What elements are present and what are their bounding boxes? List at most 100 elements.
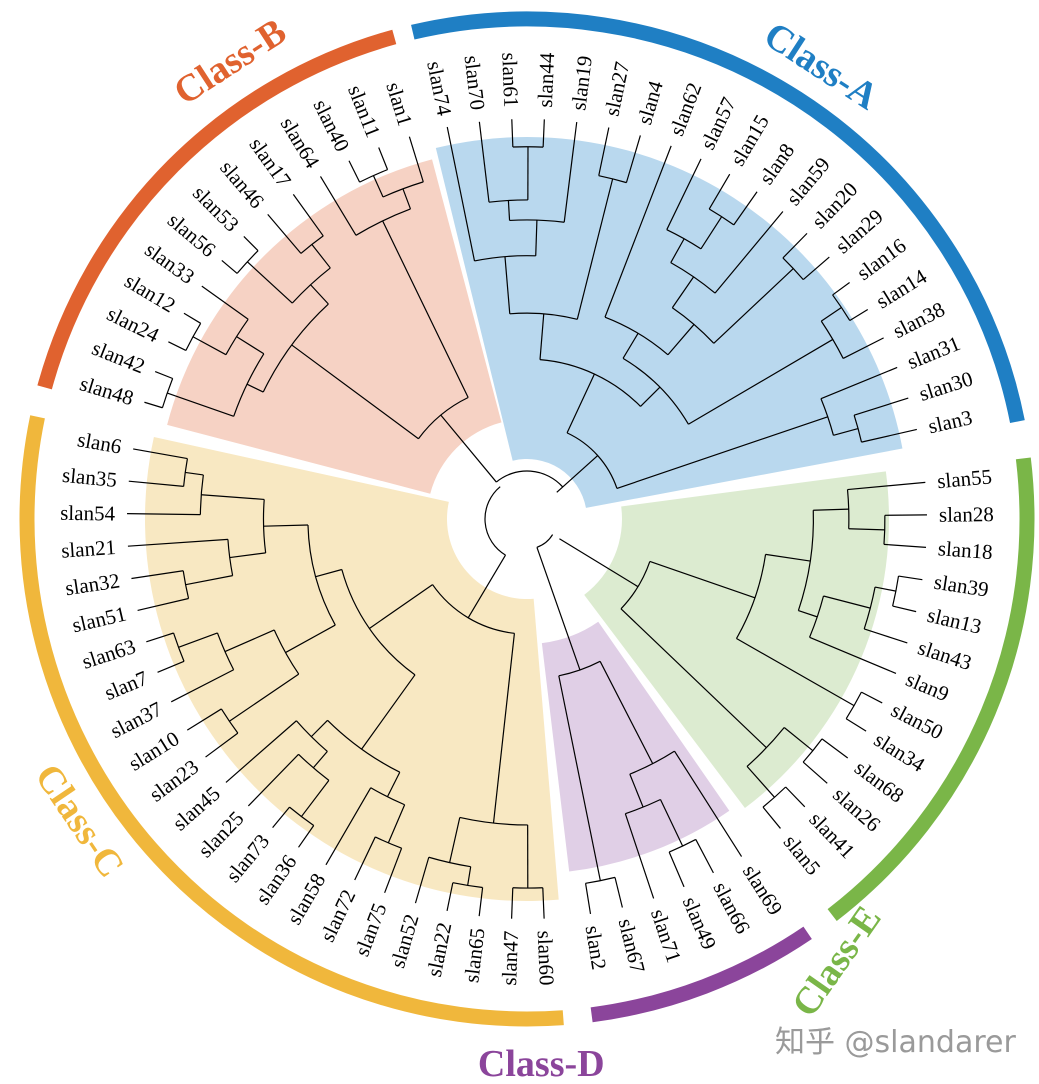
branch-radial: [361, 674, 416, 750]
branch-radial: [629, 773, 644, 808]
branch-radial: [714, 211, 784, 294]
branch-root-radial: [536, 547, 581, 671]
branch-root-radial: [440, 414, 497, 483]
branch-radial: [201, 494, 265, 501]
branches: [127, 119, 927, 919]
leaf-label: slan7: [101, 666, 151, 705]
branch-radial: [311, 244, 331, 269]
leaf-label: slan61: [497, 52, 523, 108]
branch-radial: [847, 481, 926, 491]
branch-radial: [622, 332, 639, 359]
leaf-label: slan18: [937, 536, 993, 564]
leaf-label: slan60: [533, 930, 559, 986]
ring-class-e: [827, 457, 1035, 922]
sector-class-c: [144, 437, 559, 901]
branch-radial: [813, 508, 849, 511]
leaf-label: slan6: [76, 427, 124, 458]
branch-radial: [478, 887, 484, 917]
branch-radial: [291, 344, 419, 440]
branch-radial: [128, 480, 184, 487]
branch-radial: [387, 804, 406, 844]
branch-radial: [144, 401, 163, 409]
branch-radial: [624, 813, 655, 899]
branch-radial: [183, 312, 201, 324]
branch-arc: [289, 806, 315, 826]
branch-arc: [853, 415, 863, 443]
branch-radial: [668, 851, 685, 888]
leaf-label: slan54: [60, 501, 116, 526]
branch-radial: [192, 336, 227, 356]
ring-class-a: [411, 11, 1025, 424]
branch-radial: [157, 660, 185, 673]
branch-radial: [640, 386, 661, 407]
branch-radial: [558, 675, 601, 881]
branch-radial: [820, 366, 898, 400]
branch-radial: [225, 720, 297, 783]
branch-radial: [386, 771, 401, 798]
ring-class-d: [590, 926, 812, 1023]
branch-arc: [625, 798, 661, 815]
branch-root-radial: [467, 554, 507, 619]
sector-class-a: [435, 137, 903, 508]
branch-radial: [267, 214, 302, 254]
branch-arc: [161, 378, 174, 408]
leaf-label: slan35: [61, 463, 118, 492]
branch-radial: [133, 448, 188, 460]
branch-radial: [384, 847, 403, 894]
class-label: Class-B: [166, 10, 293, 113]
leaf-label: slan48: [77, 371, 136, 410]
leaf-label: slan28: [939, 502, 994, 527]
branch-radial: [168, 341, 187, 352]
branch-radial: [312, 751, 328, 769]
branch-arc: [820, 320, 844, 359]
branch-radial: [762, 806, 781, 829]
branch-radial: [688, 338, 834, 425]
leaf-label: slan11: [343, 82, 385, 141]
branch-radial: [127, 513, 201, 516]
leaf-label: slan21: [60, 535, 116, 563]
branch-radial: [625, 135, 641, 183]
branch-radial: [802, 256, 830, 281]
branch-radial: [292, 193, 324, 237]
branch-radial: [563, 122, 578, 223]
branch-radial: [785, 786, 806, 808]
branch-radial: [185, 575, 233, 586]
branch-arc: [666, 229, 702, 250]
branch-radial: [446, 126, 476, 262]
branch-arc: [173, 632, 185, 662]
leaf-label: slan63: [79, 634, 139, 674]
branch-arc: [225, 318, 249, 355]
branch-root-radial: [559, 538, 639, 588]
branch-radial: [798, 609, 818, 618]
sector-class-e: [584, 471, 889, 809]
branch-arc: [199, 474, 204, 515]
leaf-label: slan44: [533, 52, 559, 108]
branch-radial: [849, 308, 869, 322]
leaf-label: slan62: [664, 79, 706, 139]
leaf-label: slan51: [70, 602, 129, 638]
leaf-label: slan42: [89, 336, 149, 379]
branch-radial: [310, 719, 328, 738]
branch-radial: [504, 256, 511, 314]
leaf-label: slan31: [904, 331, 964, 374]
branch-radial: [478, 121, 490, 203]
branch-radial: [201, 285, 249, 320]
branch-radial: [243, 236, 259, 252]
branch-radial: [170, 669, 234, 703]
branch-radial: [823, 595, 871, 609]
ring-class-c: [19, 415, 564, 1027]
leaf-label: slan1: [381, 79, 417, 128]
branch-radial: [649, 560, 756, 599]
branch-radial: [229, 673, 300, 722]
branch-root-arc: [536, 534, 554, 548]
branch-radial: [467, 866, 472, 886]
leaf-label: slan9: [902, 667, 952, 706]
branch-arc: [892, 575, 900, 607]
branch-root-radial: [556, 455, 599, 493]
branch-radial: [382, 220, 469, 398]
branch-radial: [246, 261, 293, 304]
branch-radial: [315, 568, 343, 578]
branch-arc: [375, 836, 402, 849]
branch-root-arc: [495, 470, 564, 488]
